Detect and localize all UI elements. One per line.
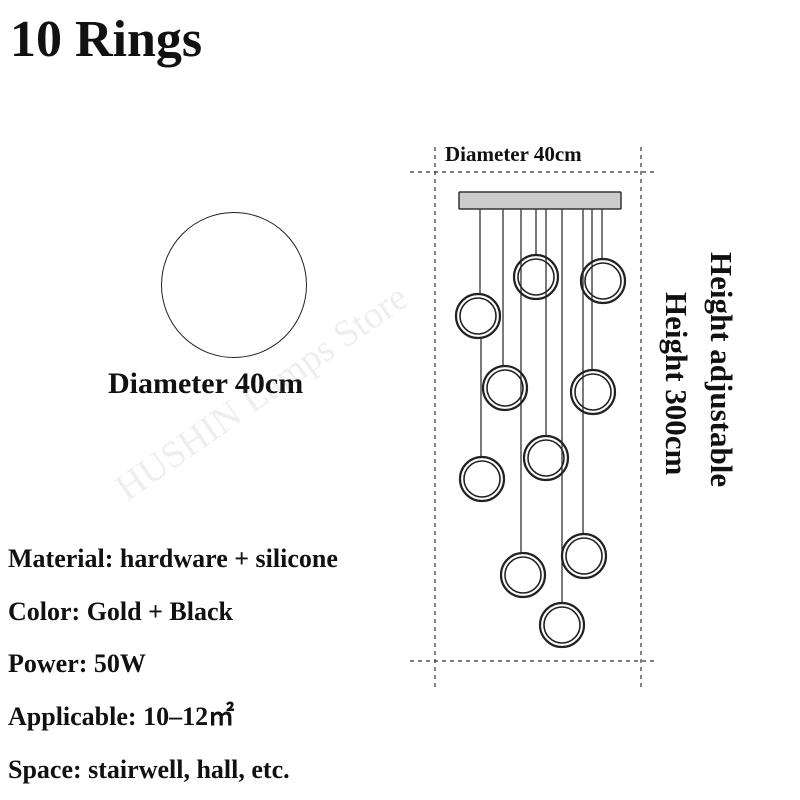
spec-color: Color: Gold + Black (8, 597, 233, 626)
pendant-rings (454, 253, 627, 649)
spec-space: Space: stairwell, hall, etc. (8, 755, 290, 784)
ring (499, 551, 547, 599)
spec-power: Power: 50W (8, 649, 146, 678)
ring (454, 292, 502, 340)
ring (512, 253, 560, 301)
ring (522, 434, 570, 482)
top-view-diameter-label: Diameter 40cm (108, 367, 304, 400)
ceiling-canopy (458, 191, 622, 210)
ring (481, 364, 529, 412)
ring (458, 455, 506, 503)
spec-applicable: Applicable: 10–12㎡ (8, 702, 235, 731)
ring (579, 257, 627, 305)
ring (560, 532, 608, 580)
height-label: Height 300cm (659, 292, 694, 476)
ring (569, 368, 617, 416)
suspension-wires (479, 209, 603, 603)
top-view-circle (161, 212, 307, 358)
spec-material: Material: hardware + silicone (8, 544, 338, 573)
product-title: 10 Rings (10, 11, 203, 68)
ring (538, 601, 586, 649)
side-view-width-label: Diameter 40cm (445, 142, 582, 166)
height-adjustable-label: Height adjustable (704, 252, 739, 488)
